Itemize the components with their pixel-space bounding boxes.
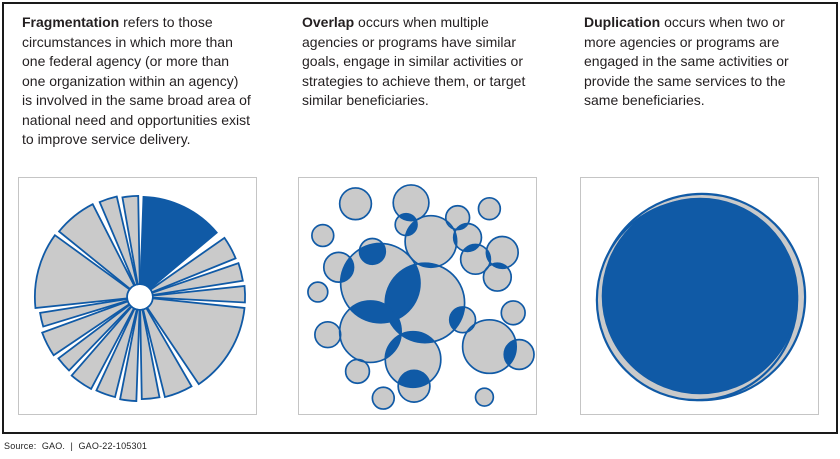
source-line: Source: GAO. | GAO-22-105301	[4, 441, 148, 451]
pie-wedge-gray	[40, 300, 131, 357]
pie-wedge-gray	[145, 297, 246, 386]
overlap-definition-text: occurs when multiple agencies or program…	[302, 14, 526, 108]
pie-wedge-gray	[142, 306, 193, 399]
pie-wedge-gray	[151, 261, 244, 296]
fragmentation-definition-text: refers to those circumstances in which m…	[22, 14, 251, 147]
pie-wedge-gray	[149, 236, 237, 294]
fragmentation-pie	[34, 194, 246, 402]
duplication-definition-text: occurs when two or more agencies or prog…	[584, 14, 789, 108]
overlap-definition: Overlap occurs when multiple agencies or…	[302, 13, 537, 111]
duplication-definition: Duplication occurs when two or more agen…	[584, 13, 819, 111]
pie-wedge-gray	[139, 308, 161, 401]
pie-wedge-blue	[139, 195, 218, 290]
pie-wedge-gray	[57, 203, 136, 291]
overlap-term: Overlap	[302, 14, 355, 30]
pie-wedge-gray	[98, 195, 139, 287]
fragmentation-definition: Fragmentation refers to those circumstan…	[22, 13, 257, 150]
duplication-circles-illustration	[580, 177, 819, 415]
pie-wedge-gray	[57, 303, 133, 372]
pie-wedge-gray	[34, 233, 131, 309]
duplication-circles	[595, 192, 807, 402]
pie-wedge-gray	[121, 194, 141, 286]
pie-wedge-gray	[39, 297, 129, 328]
pie-wedge-gray	[70, 305, 136, 391]
overlap-circles	[307, 184, 535, 410]
column-overlap: Overlap occurs when multiple agencies or…	[298, 4, 537, 429]
column-fragmentation: Fragmentation refers to those circumstan…	[18, 4, 257, 429]
duplication-circle-blue	[601, 197, 799, 395]
overlap-circles-illustration	[298, 177, 537, 415]
fragmentation-pie-illustration	[18, 177, 257, 415]
column-duplication: Duplication occurs when two or more agen…	[580, 4, 819, 429]
pie-wedge-gray	[95, 307, 138, 399]
pie-wedge-gray	[119, 308, 141, 402]
fragmentation-term: Fragmentation	[22, 14, 120, 30]
duplication-term: Duplication	[584, 14, 661, 30]
overlap-circle-outlines	[307, 184, 535, 410]
pie-wedge-gray	[151, 285, 246, 304]
